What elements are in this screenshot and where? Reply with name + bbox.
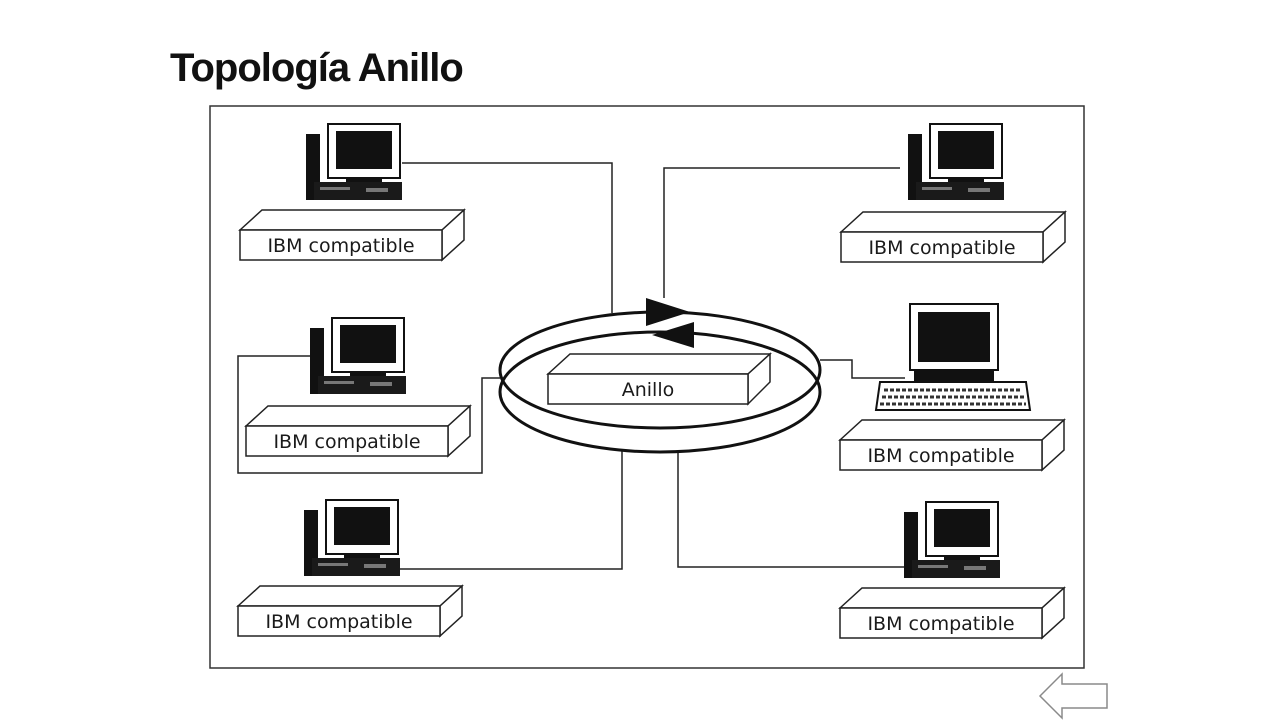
ring-hub: Anillo [546,352,772,406]
ring-direction-arrow-right-icon [646,298,690,326]
node-label: IBM compatible [867,445,1014,467]
network-cables [237,162,905,570]
node-label: IBM compatible [867,613,1014,635]
node-label: IBM compatible [868,237,1015,259]
ring-hub-label: Anillo [622,379,675,401]
node-label-box: IBM compatible [236,584,464,638]
desktop-computer-icon [907,123,1005,201]
desktop-computer-icon [305,123,403,201]
node-label: IBM compatible [273,431,420,453]
node-label-box: IBM compatible [244,404,472,458]
back-button[interactable] [1038,672,1110,720]
desktop-computer-icon [309,317,407,395]
slide-title: Topología Anillo [170,46,464,90]
desktop-computer-icon [303,499,401,577]
node-label-box: IBM compatible [838,418,1066,472]
desktop-computer-icon [903,501,1001,579]
ring-direction-arrow-left-icon [652,322,694,348]
workstation-computer-icon [874,302,1032,412]
node-label-box: IBM compatible [238,208,466,262]
node-label: IBM compatible [265,611,412,633]
left-arrow-icon [1038,672,1108,720]
node-label-box: IBM compatible [838,586,1066,640]
node-label: IBM compatible [267,235,414,257]
diagram-frame [209,105,1085,669]
node-label-box: IBM compatible [839,210,1067,264]
